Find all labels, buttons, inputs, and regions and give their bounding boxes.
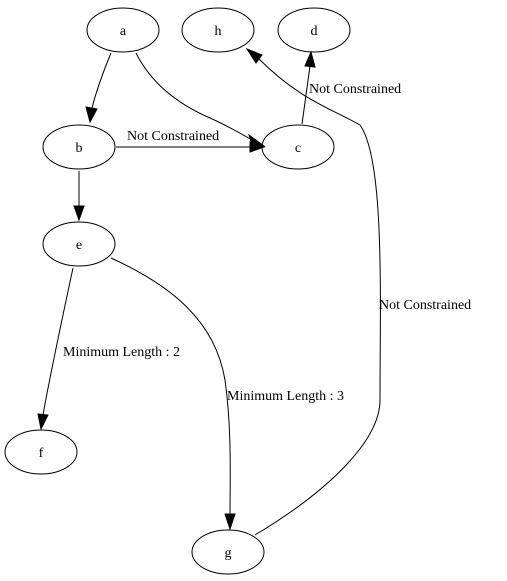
node-g: g (191, 529, 265, 575)
edge-b-c: Not Constrained (116, 129, 266, 153)
edge-b-c-label: Not Constrained (127, 129, 219, 144)
node-b-label: b (76, 141, 83, 156)
edge-c-d-arrowhead (304, 50, 316, 68)
node-d: d (277, 7, 351, 53)
node-f: f (4, 429, 78, 475)
edge-a-b (85, 52, 112, 124)
edge-g-h: Not Constrained (245, 47, 471, 536)
node-d-label: d (311, 24, 318, 39)
edge-b-e (73, 171, 85, 222)
edge-b-c-arrowhead (249, 141, 266, 153)
edge-a-c-line (135, 52, 253, 141)
edge-e-f-label: Minimum Length : 2 (63, 345, 180, 360)
edge-e-g: Minimum Length : 3 (110, 257, 344, 531)
edge-e-f-line (42, 267, 74, 416)
node-a: a (86, 7, 160, 53)
node-a-label: a (120, 24, 127, 39)
edge-e-f-arrowhead (37, 413, 49, 431)
edge-g-h-label: Not Constrained (379, 298, 471, 313)
edge-b-e-arrowhead (73, 205, 85, 222)
edge-a-b-arrowhead (85, 106, 98, 124)
node-c: c (261, 124, 335, 170)
edge-e-g-arrowhead (224, 513, 236, 531)
edge-c-d: Not Constrained (301, 50, 401, 125)
edge-c-d-line (301, 65, 311, 125)
node-b: b (42, 124, 116, 170)
node-e: e (42, 221, 116, 267)
node-c-label: c (295, 141, 301, 156)
node-e-label: e (76, 238, 82, 253)
edge-a-b-line (91, 52, 112, 109)
edge-e-g-line (110, 257, 231, 515)
edge-g-h-arrowhead (245, 47, 263, 64)
edge-g-h-line (254, 57, 381, 536)
edge-e-g-label: Minimum Length : 3 (227, 389, 344, 404)
edge-c-d-label: Not Constrained (309, 82, 401, 97)
node-h-label: h (215, 24, 222, 39)
edge-e-f: Minimum Length : 2 (37, 267, 180, 431)
node-h: h (181, 7, 255, 53)
node-g-label: g (225, 546, 232, 561)
node-f-label: f (39, 446, 44, 461)
